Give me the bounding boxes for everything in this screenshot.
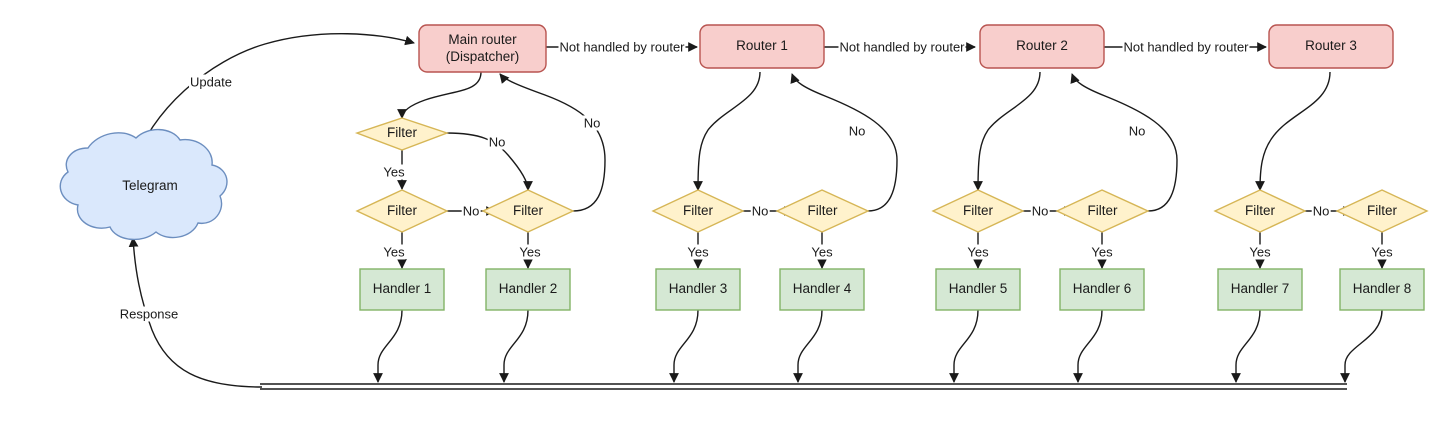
edge-label-yes-5: Yes <box>810 244 834 260</box>
edge-filter3-no-to-mainrouter <box>499 73 606 212</box>
edge-handler4-to-bus <box>793 309 823 383</box>
edge-label-not-handled-2: Not handled by router <box>838 39 966 55</box>
edge-label-yes-4: Yes <box>686 244 710 260</box>
edge-router2-to-filter6 <box>973 71 1041 191</box>
edge-handler6-to-bus <box>1073 309 1103 383</box>
handler-6-shape[interactable] <box>1059 268 1145 311</box>
filter-5-shape[interactable] <box>775 189 870 233</box>
router-shapes <box>418 24 1394 73</box>
filter-8-shape[interactable] <box>1213 189 1307 233</box>
edge-label-yes-6: Yes <box>966 244 990 260</box>
edge-group <box>128 32 1387 388</box>
filter-7-shape[interactable] <box>1055 189 1150 233</box>
handler-8-shape[interactable] <box>1339 268 1425 311</box>
handler-5-shape[interactable] <box>935 268 1021 311</box>
handler-shapes <box>359 268 1425 311</box>
edge-label-response: Response <box>118 306 180 322</box>
edge-response <box>128 237 263 388</box>
edge-handler8-to-bus <box>1340 309 1383 383</box>
handler-4-shape[interactable] <box>779 268 865 311</box>
filter-3-shape[interactable] <box>481 189 575 233</box>
router-2-shape[interactable] <box>979 24 1105 69</box>
edge-router3-to-filter8 <box>1255 71 1331 191</box>
filter-2-shape[interactable] <box>355 189 449 233</box>
edge-label-not-handled-3: Not handled by router <box>1122 39 1250 55</box>
telegram-cloud[interactable] <box>59 128 228 241</box>
edge-label-yes-2: Yes <box>382 244 406 260</box>
edge-filter7-no-to-router2 <box>1070 73 1178 212</box>
edge-label-yes-7: Yes <box>1090 244 1114 260</box>
edge-label-no-3: No <box>461 203 481 219</box>
edge-label-update: Update <box>189 74 233 90</box>
edge-handler2-to-bus <box>499 309 529 383</box>
edge-label-yes-3: Yes <box>518 244 542 260</box>
filter-4-shape[interactable] <box>651 189 745 233</box>
edge-filter1-no-to-filter3 <box>446 132 533 191</box>
edge-filter5-no-to-router1 <box>790 73 898 212</box>
filter-6-shape[interactable] <box>931 189 1025 233</box>
handler-1-shape[interactable] <box>359 268 445 311</box>
edge-label-no-4: No <box>750 203 770 219</box>
edge-label-no-5: No <box>847 123 867 139</box>
router-1-shape[interactable] <box>699 24 825 69</box>
edge-label-yes-8: Yes <box>1248 244 1272 260</box>
filter-9-shape[interactable] <box>1335 189 1429 233</box>
edge-handler3-to-bus <box>669 309 699 383</box>
edge-label-no-1: No <box>487 134 507 150</box>
main-router-shape[interactable] <box>418 24 547 73</box>
edge-router1-to-filter4 <box>693 71 761 191</box>
edge-handler1-to-bus <box>373 309 403 383</box>
filter-shapes <box>354 117 1429 233</box>
edge-label-no-2: No <box>582 115 602 131</box>
edge-label-no-7: No <box>1127 123 1147 139</box>
edge-label-no-6: No <box>1030 203 1050 219</box>
handler-2-shape[interactable] <box>485 268 571 311</box>
edge-label-yes-1: Yes <box>382 164 406 180</box>
handler-7-shape[interactable] <box>1217 268 1303 311</box>
handler-3-shape[interactable] <box>655 268 741 311</box>
filter-1-shape[interactable] <box>354 117 450 151</box>
edge-update <box>132 32 415 169</box>
edge-label-not-handled-1: Not handled by router <box>558 39 686 55</box>
edge-label-no-8: No <box>1311 203 1331 219</box>
edge-mainrouter-to-filter1 <box>397 71 482 119</box>
edge-handler5-to-bus <box>949 309 979 383</box>
router-3-shape[interactable] <box>1268 24 1394 69</box>
edge-handler7-to-bus <box>1231 309 1261 383</box>
edge-label-yes-9: Yes <box>1370 244 1394 260</box>
response-bus <box>260 383 1347 390</box>
